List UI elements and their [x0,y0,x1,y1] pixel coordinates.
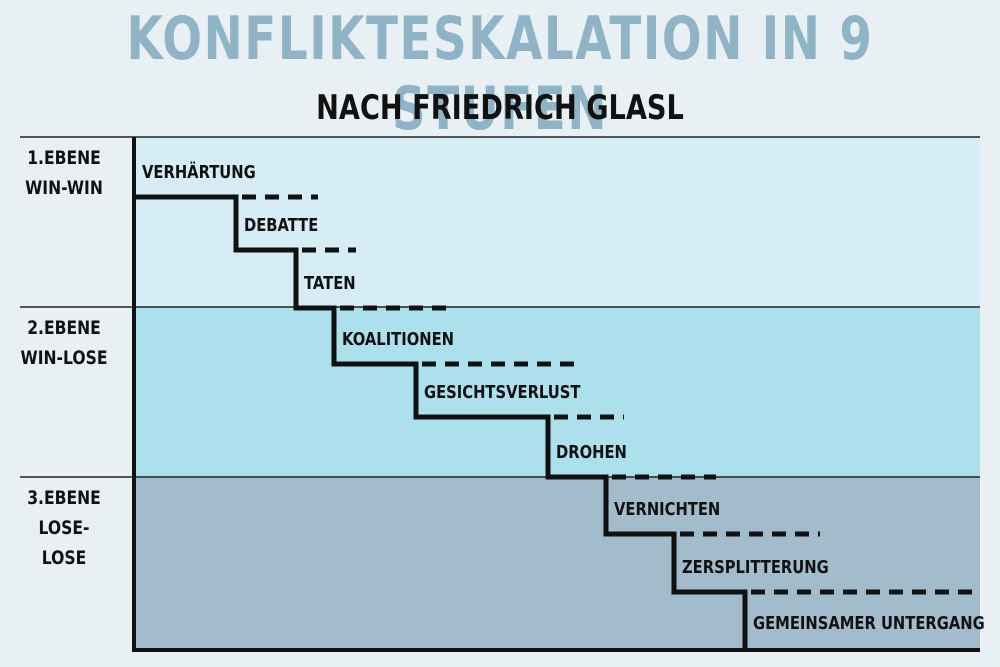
stage-label: DROHEN [556,442,627,463]
level-ebene: 2.EBENE [27,317,101,339]
level-label-2: 2.EBENE WIN-LOSE [8,313,120,373]
level-ebene: 3.EBENE [27,487,101,509]
stage-label: GESICHTSVERLUST [424,382,581,403]
stair-steps [134,194,748,648]
level-band-1 [134,137,980,307]
stage-label: VERNICHTEN [614,499,720,520]
stage-label: KOALITIONEN [342,329,454,350]
page-title: KONFLIKTESKALATION IN 9 STUFEN [126,4,874,144]
level-type: LOSE-LOSE [38,517,90,569]
stage-label: DEBATTE [244,215,318,236]
staircase-line [134,194,748,648]
level-ebene: 1.EBENE [27,147,101,169]
stage-labels: VERHÄRTUNG DEBATTE TATEN KOALITIONEN GESICHT… [142,162,985,634]
level-band-2 [134,307,980,477]
stage-label: VERHÄRTUNG [142,162,256,183]
stair-dashes [242,194,980,595]
stage-label: GEMEINSAMER UNTERGANG [753,613,985,634]
level-type: WIN-WIN [25,177,103,199]
page-subtitle: NACH FRIEDRICH GLASL [316,88,684,128]
level-band-3 [134,477,980,650]
stage-label: ZERSPLITTERUNG [682,557,829,578]
level-label-3: 3.EBENE LOSE-LOSE [8,483,120,573]
level-type: WIN-LOSE [20,347,108,369]
stage-label: TATEN [304,273,356,294]
level-label-1: 1.EBENE WIN-WIN [8,143,120,203]
